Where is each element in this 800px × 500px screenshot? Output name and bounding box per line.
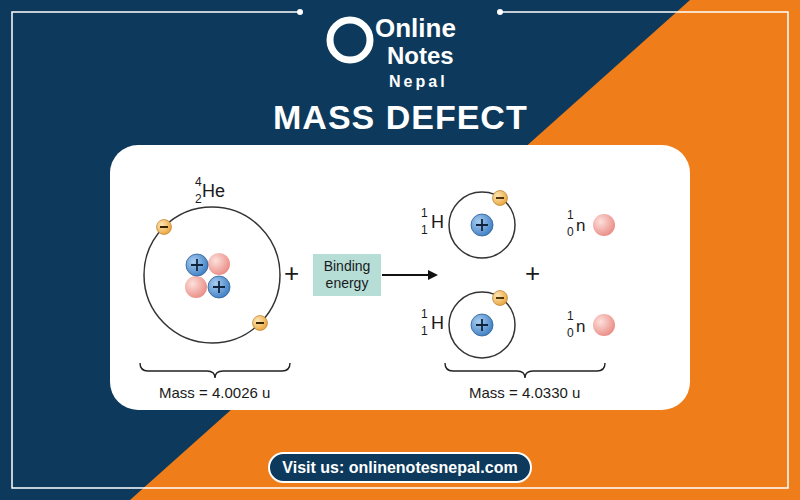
atomic-number: 1 <box>421 325 428 338</box>
hydrogen-atom <box>449 191 515 259</box>
atomic-number: 1 <box>421 224 428 237</box>
reaction-arrow <box>382 274 436 276</box>
mass-value: Mass = 4.0026 u <box>159 385 270 402</box>
element-symbol: He <box>202 182 225 202</box>
plus-sign: + <box>284 259 299 288</box>
title: MASS DEFECT <box>273 99 528 136</box>
plus-sign: + <box>525 259 540 288</box>
element-symbol: H <box>431 213 444 233</box>
helium-nucleus <box>185 253 230 298</box>
logo-text: Online <box>375 14 456 43</box>
frame <box>12 12 788 488</box>
logo-text: Nepal <box>389 73 448 91</box>
mass-number: 1 <box>567 209 574 222</box>
mass-number: 1 <box>421 207 428 220</box>
energy-box: Binding energy <box>313 254 381 296</box>
mass-number: 4 <box>195 176 202 189</box>
node-text: Visit us: onlinenotesnepal.com <box>282 458 518 477</box>
logo-text: Notes <box>387 43 454 69</box>
white-panel <box>110 145 690 410</box>
mass-value: Mass = 4.0330 u <box>469 385 580 402</box>
hydrogen-atom <box>449 291 515 359</box>
brace <box>140 363 605 378</box>
neutron <box>593 214 615 336</box>
element-symbol: H <box>431 314 444 334</box>
particle-symbol: n <box>576 318 585 337</box>
logo-ring <box>330 20 370 60</box>
helium-electrons <box>157 220 268 331</box>
atomic-number: 0 <box>567 226 574 239</box>
atomic-number: 2 <box>195 193 202 206</box>
helium-orbit <box>144 207 280 343</box>
node-text: Binding energy <box>319 258 375 292</box>
particle-symbol: n <box>576 217 585 236</box>
mass-number: 1 <box>421 308 428 321</box>
atomic-number: 0 <box>567 327 574 340</box>
mass-number: 1 <box>567 310 574 323</box>
website-pill: Visit us: onlinenotesnepal.com <box>268 452 532 483</box>
